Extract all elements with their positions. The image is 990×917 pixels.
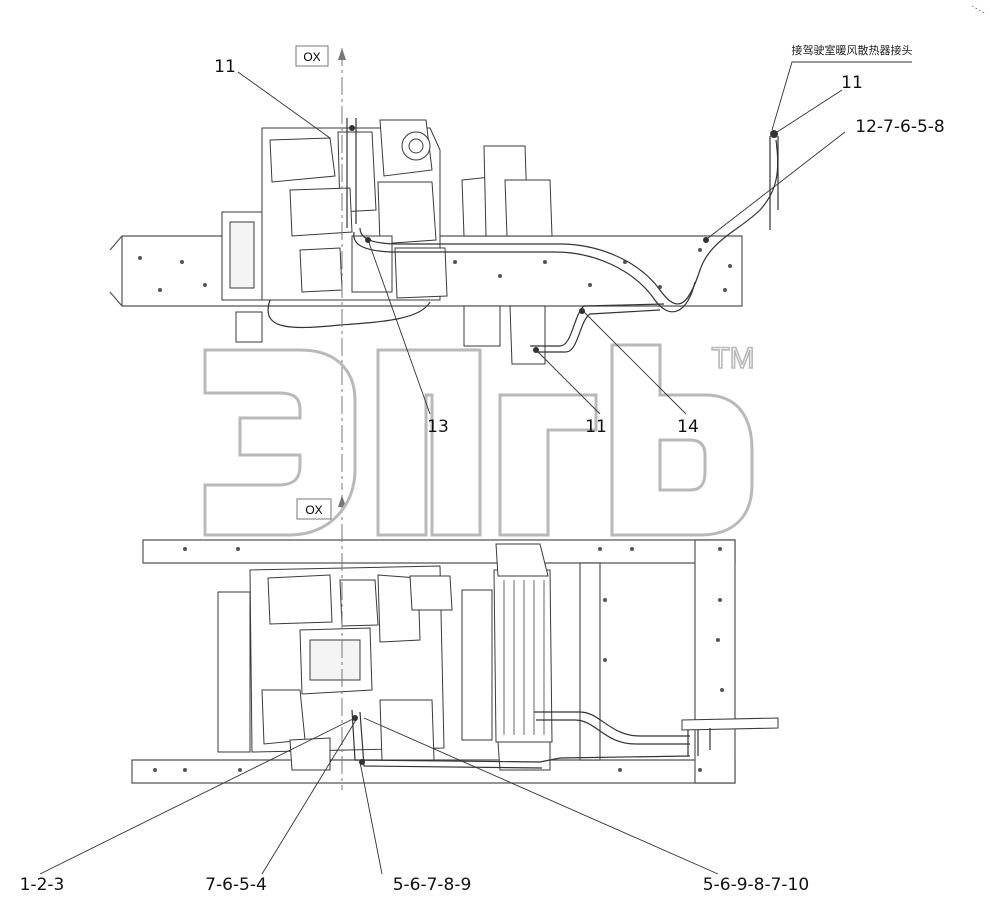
bottom-engine <box>217 543 553 771</box>
corner-mark <box>971 5 987 15</box>
axis-label-bottom: OX <box>296 498 332 520</box>
callout-1-2-3: 1-2-3 <box>20 875 65 895</box>
callout-13: 13 <box>427 417 449 437</box>
top-engine <box>221 119 553 365</box>
top-heater-hose-run <box>346 118 779 353</box>
bottom-frame-rail <box>131 539 736 784</box>
callout-11-topleft: 11 <box>214 57 236 77</box>
svg-text:OX: OX <box>305 503 322 517</box>
callout-5-6-9-8-7-10: 5-6-9-8-7-10 <box>703 875 809 895</box>
callout-7-6-5-4: 7-6-5-4 <box>205 875 267 895</box>
svg-text:TM: TM <box>711 342 754 375</box>
svg-text:OX: OX <box>303 50 320 64</box>
callout-11-middle: 11 <box>585 417 607 437</box>
callout-14: 14 <box>677 417 699 437</box>
heater-connection-note: 接驾驶室暖风散热器接头 <box>792 43 913 57</box>
axis-label-top: OX <box>295 45 329 67</box>
callout-5-6-7-8-9: 5-6-7-8-9 <box>393 875 472 895</box>
leader-lines <box>39 61 912 875</box>
center-axes <box>338 48 346 790</box>
bottom-heater-hose-run <box>351 709 779 769</box>
callout-11-topright: 11 <box>841 73 863 93</box>
watermark-logo: TM <box>203 341 755 537</box>
callout-12-7-6-5-8: 12-7-6-5-8 <box>855 117 944 137</box>
